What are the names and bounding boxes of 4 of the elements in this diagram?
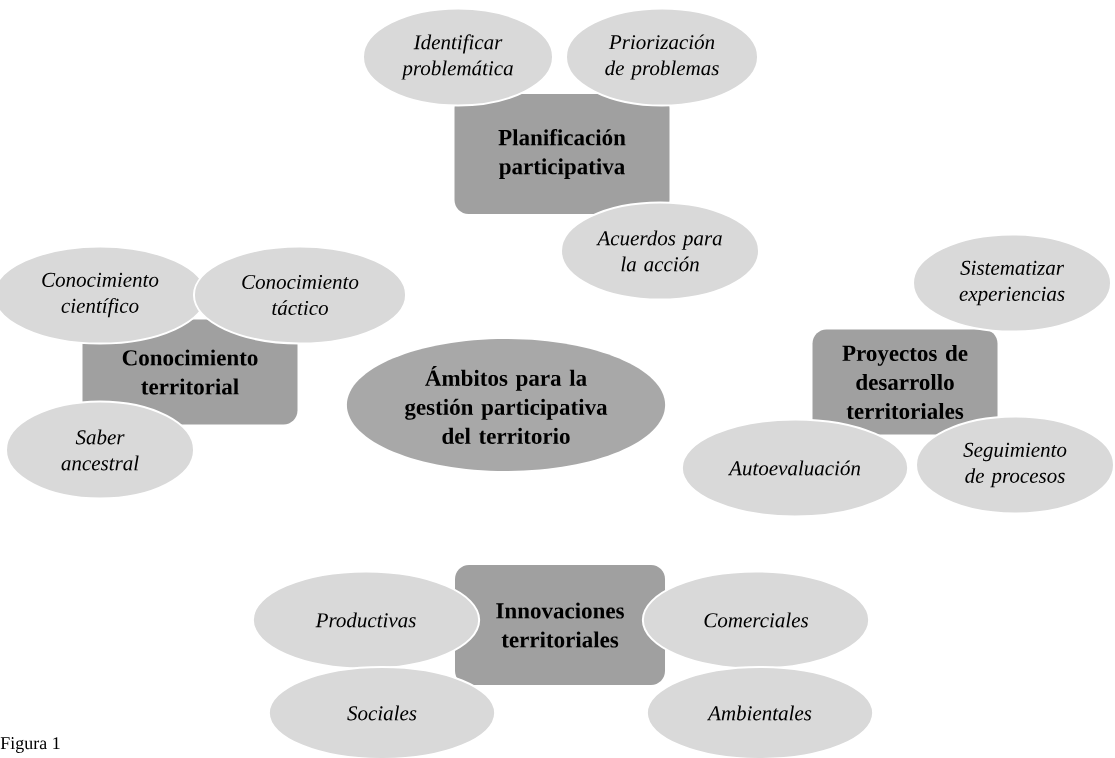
category-box: Proyectos de desarrollo territoriales bbox=[812, 329, 998, 435]
figure-caption: Figura 1 bbox=[0, 737, 60, 753]
category-box: Innovaciones territoriales bbox=[455, 565, 665, 685]
category-box: Planificación participativa bbox=[454, 94, 670, 214]
